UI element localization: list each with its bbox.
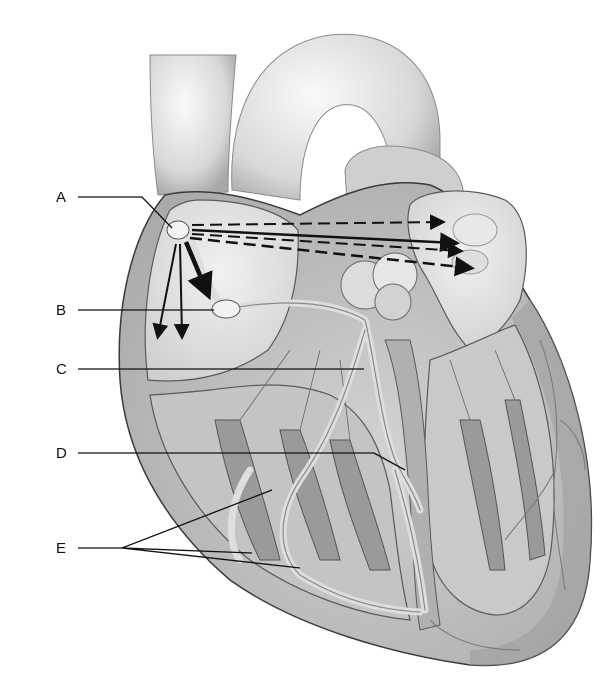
atrial-depolarization-arrows [152, 241, 213, 340]
aortic-arch [231, 33, 441, 211]
interatrial-arrows [189, 214, 475, 277]
av-node [211, 299, 241, 319]
aortic-valve [340, 252, 418, 321]
leader-line-e-1 [121, 489, 273, 549]
interventricular-septum [384, 339, 441, 631]
leader-line-e-2 [121, 547, 253, 554]
label-e: E [56, 540, 67, 557]
sa-node [166, 220, 190, 240]
label-a: A [56, 189, 67, 206]
label-c: C [56, 361, 67, 378]
leader-line-e-3 [121, 547, 301, 569]
leader-lines [78, 196, 406, 569]
superior-vena-cava [149, 54, 237, 196]
label-b: B [56, 302, 67, 319]
leader-line-a [78, 196, 173, 229]
papillary-muscles [214, 419, 391, 571]
label-d: D [56, 445, 67, 462]
